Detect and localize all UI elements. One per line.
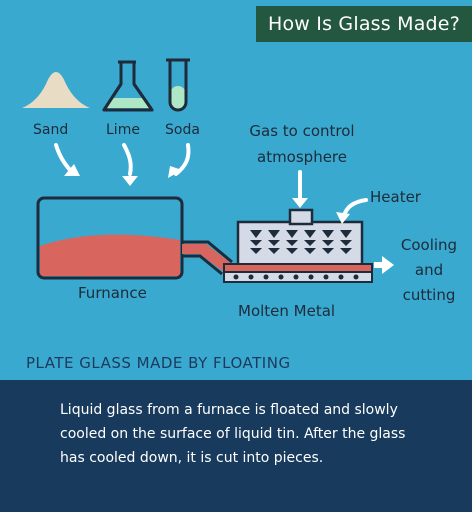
output-arrow [374, 256, 394, 274]
sand-pile-icon [22, 72, 90, 108]
glass-process-diagram [22, 58, 394, 283]
furnace [36, 196, 184, 280]
ingredient-label-soda: Soda [165, 122, 200, 138]
sand-arrow [54, 143, 74, 174]
page-title: How Is Glass Made? [256, 6, 472, 42]
caption-panel: Liquid glass from a furnace is floated a… [0, 380, 472, 512]
test-tube-icon [166, 58, 190, 112]
gas-label-line2: atmosphere [257, 148, 347, 166]
ingredient-label-sand: Sand [33, 122, 69, 138]
heater-label: Heater [370, 188, 421, 206]
heater-elements [250, 230, 352, 254]
heater-arrow [336, 198, 368, 224]
lime-arrow [122, 143, 133, 176]
flask-icon [102, 60, 154, 112]
furnace-label: Furnance [78, 284, 147, 302]
ingredient-label-lime: Lime [106, 122, 140, 138]
cooling-label-line3: cutting [402, 286, 456, 304]
cooling-label-line1: Cooling [400, 236, 458, 254]
cooling-label-line2: and [414, 261, 444, 279]
furnace-pipe [182, 240, 236, 276]
float-chamber [223, 208, 373, 283]
gas-label-line1: Gas to control [249, 122, 355, 140]
caption-text: Liquid glass from a furnace is floated a… [60, 402, 406, 466]
arrowheads [64, 164, 182, 186]
gas-arrow [292, 170, 308, 208]
molten-metal-label: Molten Metal [238, 302, 336, 320]
section-heading: PLATE GLASS MADE BY FLOATING [26, 354, 291, 372]
roller-dots [233, 274, 359, 280]
